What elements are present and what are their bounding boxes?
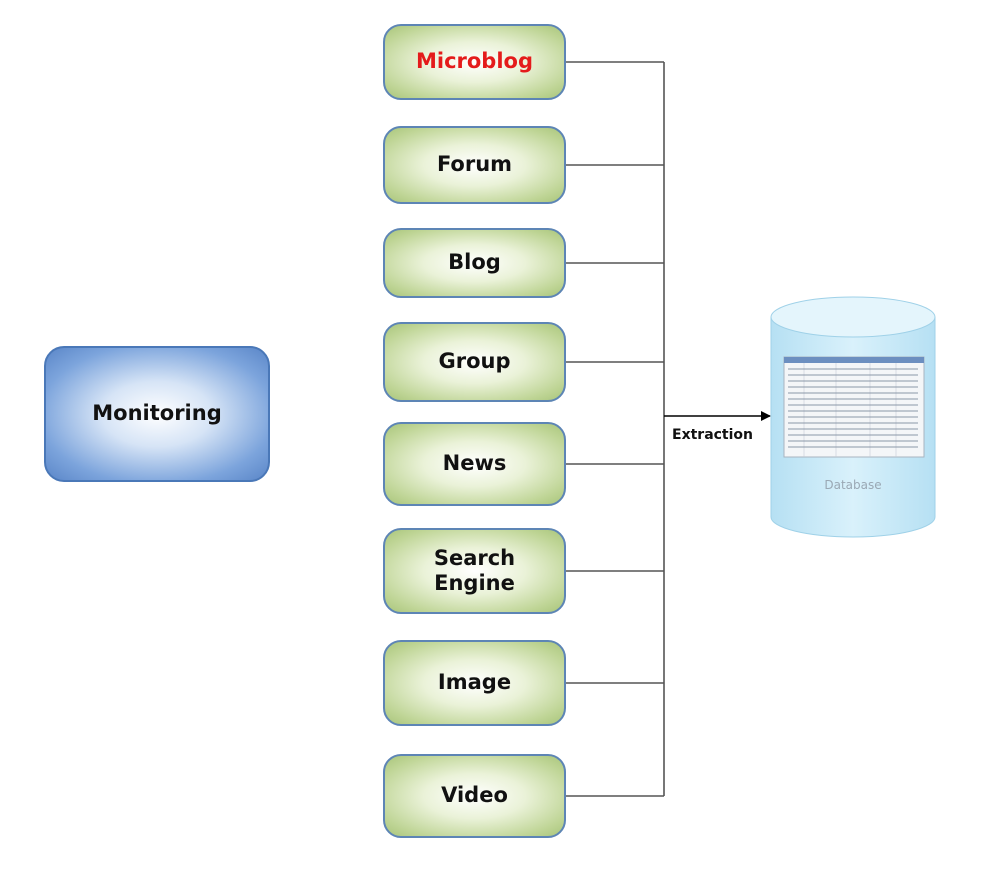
source-node-forum: Forum [383,126,566,204]
source-node-search-engine: Search Engine [383,528,566,614]
table-screenshot [783,356,925,458]
source-label: Image [437,670,512,695]
extraction-label: Extraction [672,427,754,443]
source-label: Group [438,349,511,374]
source-label: Search Engine [433,545,516,595]
source-label: Microblog [415,49,534,74]
source-node-group: Group [383,322,566,402]
monitoring-node: Monitoring [44,346,270,482]
source-node-blog: Blog [383,228,566,298]
source-label: News [442,451,507,476]
source-node-image: Image [383,640,566,726]
source-label: Forum [436,152,513,177]
source-node-microblog: Microblog [383,24,566,100]
source-node-video: Video [383,754,566,838]
monitoring-label: Monitoring [92,401,222,426]
database-icon [770,296,936,538]
source-label: Blog [448,250,501,275]
source-label: Video [441,783,508,808]
database-label: Database [824,478,882,492]
source-node-news: News [383,422,566,506]
